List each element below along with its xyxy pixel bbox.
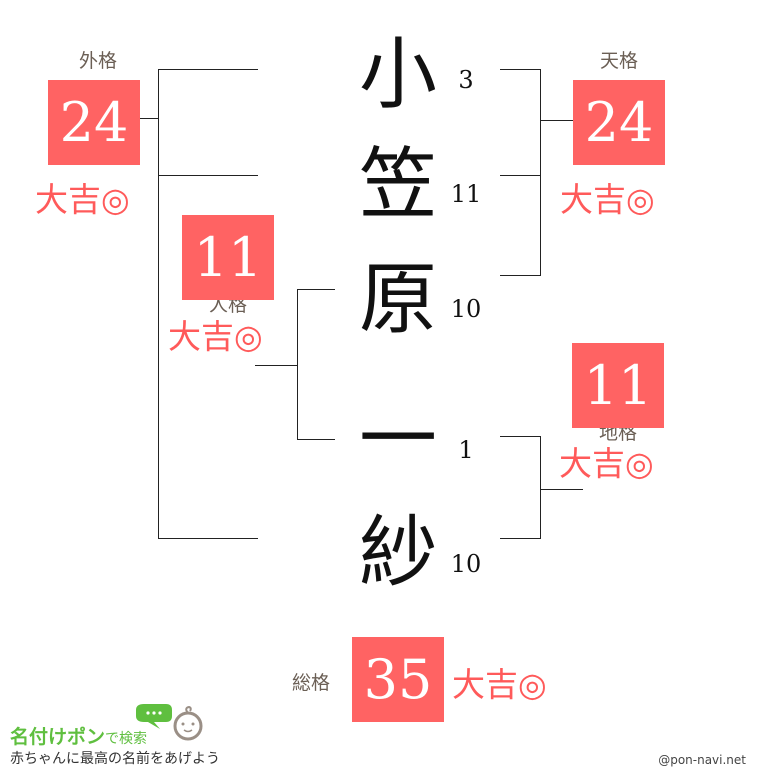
site-credit: @pon-navi.net bbox=[658, 753, 746, 767]
bracket-line bbox=[158, 175, 258, 176]
name-char: 紗 bbox=[358, 508, 437, 598]
gaikaku-value: 24 bbox=[48, 80, 140, 165]
bracket-line bbox=[540, 69, 541, 276]
bracket-line bbox=[255, 365, 297, 366]
bracket-line bbox=[140, 118, 158, 119]
tenkaku-value: 24 bbox=[573, 80, 665, 165]
tenkaku-fortune: 大吉◎ bbox=[560, 180, 655, 219]
logo-title[interactable]: 名付けポンで検索 bbox=[10, 722, 147, 749]
stroke-count: 10 bbox=[450, 550, 482, 578]
bracket-line bbox=[297, 289, 298, 440]
jinkaku-value: 11 bbox=[182, 215, 274, 300]
stroke-count: 3 bbox=[458, 66, 474, 94]
gaikaku-label: 外格 bbox=[78, 50, 117, 72]
name-char: 一 bbox=[358, 395, 437, 485]
bracket-line bbox=[540, 489, 583, 490]
soukaku-label: 総格 bbox=[291, 672, 330, 694]
chikaku-value: 11 bbox=[572, 343, 664, 428]
soukaku-fortune: 大吉◎ bbox=[452, 665, 547, 704]
logo-name: 名付けポン bbox=[10, 726, 106, 748]
gaikaku-fortune: 大吉◎ bbox=[35, 180, 130, 219]
name-char: 小 bbox=[358, 30, 437, 120]
bracket-line bbox=[297, 289, 335, 290]
bracket-line bbox=[500, 436, 540, 437]
soukaku-value: 35 bbox=[352, 637, 444, 722]
name-char: 原 bbox=[358, 255, 437, 345]
bracket-line bbox=[500, 538, 540, 539]
chikaku-fortune: 大吉◎ bbox=[559, 444, 654, 483]
bracket-line bbox=[297, 439, 335, 440]
logo-suffix: で検索 bbox=[105, 731, 148, 747]
bracket-line bbox=[158, 538, 258, 539]
baby-chat-icon bbox=[136, 704, 203, 741]
bracket-line bbox=[540, 120, 573, 121]
name-char: 笠 bbox=[358, 140, 437, 230]
stroke-count: 10 bbox=[450, 295, 482, 323]
stroke-count: 11 bbox=[450, 180, 482, 208]
stroke-count: 1 bbox=[458, 436, 474, 464]
tenkaku-label: 天格 bbox=[599, 50, 638, 72]
bracket-line bbox=[500, 175, 540, 176]
jinkaku-fortune: 大吉◎ bbox=[168, 317, 263, 356]
bracket-line bbox=[540, 436, 541, 539]
logo-tagline: 赤ちゃんに最高の名前をあげよう bbox=[10, 751, 220, 767]
bracket-line bbox=[158, 69, 159, 539]
bracket-line bbox=[500, 69, 540, 70]
bracket-line bbox=[500, 275, 540, 276]
bracket-line bbox=[158, 69, 258, 70]
